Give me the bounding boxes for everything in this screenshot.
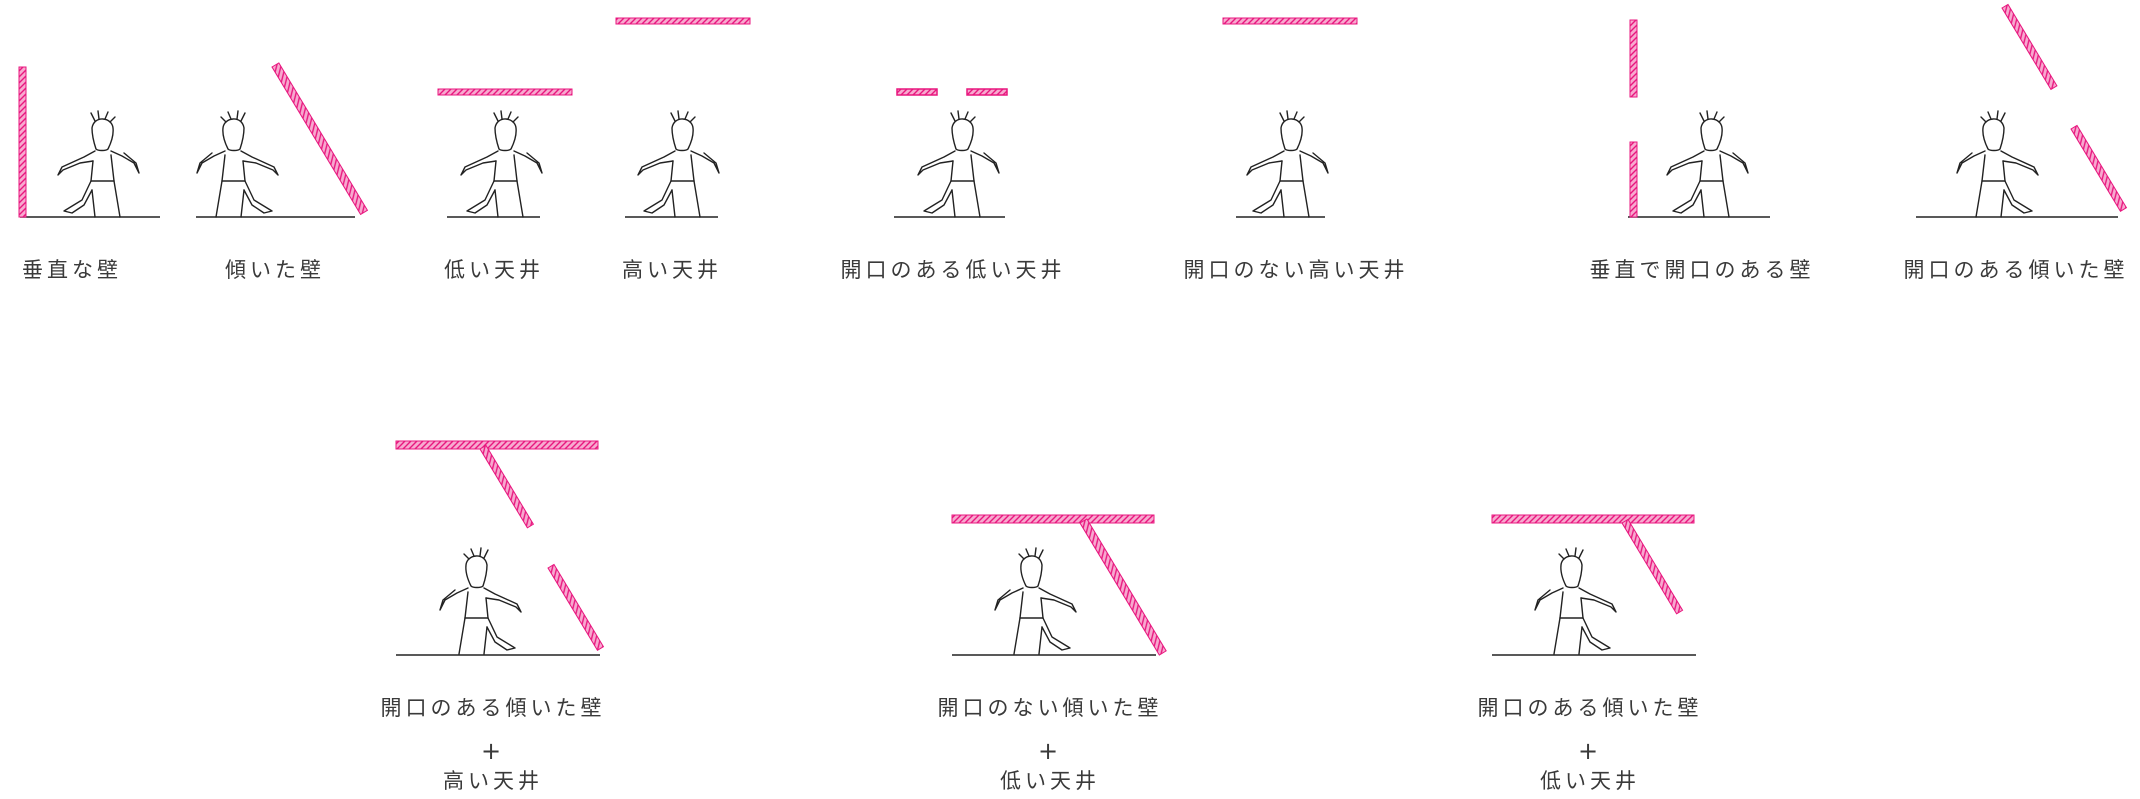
- high-ceiling-element: [1222, 17, 1358, 25]
- panel-vertical-wall: [18, 66, 160, 218]
- caption-combo-2: 開口のない傾いた壁: [937, 696, 1163, 720]
- caption-high-ceiling: 高い天井: [622, 258, 722, 282]
- panel-low-ceiling-opening: [894, 88, 1008, 218]
- tilted-wall-segment-upper: [2001, 3, 2058, 91]
- caption-high-ceiling-no-opening: 開口のない高い天井: [1183, 258, 1409, 282]
- wall-segment-lower: [1629, 141, 1638, 218]
- caption-low-ceiling-opening: 開口のある低い天井: [840, 258, 1066, 282]
- ceiling-segment-right: [966, 88, 1008, 96]
- panel-tilted-wall-opening: [1916, 3, 2128, 218]
- caption-vertical-wall-opening: 垂直で開口のある壁: [1589, 258, 1815, 282]
- tilted-wall-segment-lower: [547, 563, 605, 651]
- caption-combo-1-second: 高い天井: [443, 769, 543, 793]
- panel-combo-1: [395, 440, 605, 656]
- wall-segment-upper: [1629, 19, 1638, 98]
- caption-combo-1: 開口のある傾いた壁: [380, 696, 606, 720]
- caption-tilted-wall-opening: 開口のある傾いた壁: [1903, 258, 2129, 282]
- caption-combo-1-plus: +: [480, 737, 506, 765]
- panel-high-ceiling: [615, 17, 751, 218]
- high-ceiling-element: [615, 17, 751, 25]
- caption-low-ceiling: 低い天井: [444, 258, 544, 282]
- panel-combo-3: [1491, 514, 1696, 656]
- high-ceiling-element: [395, 440, 599, 450]
- panel-tilted-wall: [196, 62, 369, 218]
- low-ceiling-element: [1491, 514, 1695, 524]
- caption-vertical-wall: 垂直な壁: [22, 258, 122, 282]
- caption-combo-2-second: 低い天井: [1000, 769, 1100, 793]
- caption-combo-2-plus: +: [1037, 737, 1063, 765]
- tilted-wall-segment-lower: [2070, 124, 2128, 212]
- caption-combo-3-second: 低い天井: [1540, 769, 1640, 793]
- tilted-wall-segment: [1621, 518, 1684, 615]
- ceiling-segment-left: [896, 88, 938, 96]
- vertical-wall-element: [18, 66, 27, 218]
- caption-combo-3-plus: +: [1577, 737, 1603, 765]
- tilted-wall-element: [271, 62, 369, 216]
- tilted-wall-element: [1079, 518, 1167, 656]
- caption-tilted-wall: 傾いた壁: [225, 258, 325, 282]
- panel-vertical-wall-opening: [1628, 19, 1770, 218]
- caption-combo-3: 開口のある傾いた壁: [1477, 696, 1703, 720]
- panel-combo-2: [951, 514, 1167, 656]
- panel-high-ceiling-no-opening: [1222, 17, 1358, 218]
- panel-low-ceiling: [437, 88, 573, 218]
- low-ceiling-element: [951, 514, 1155, 524]
- low-ceiling-element: [437, 88, 573, 96]
- tilted-wall-segment-upper: [479, 444, 535, 529]
